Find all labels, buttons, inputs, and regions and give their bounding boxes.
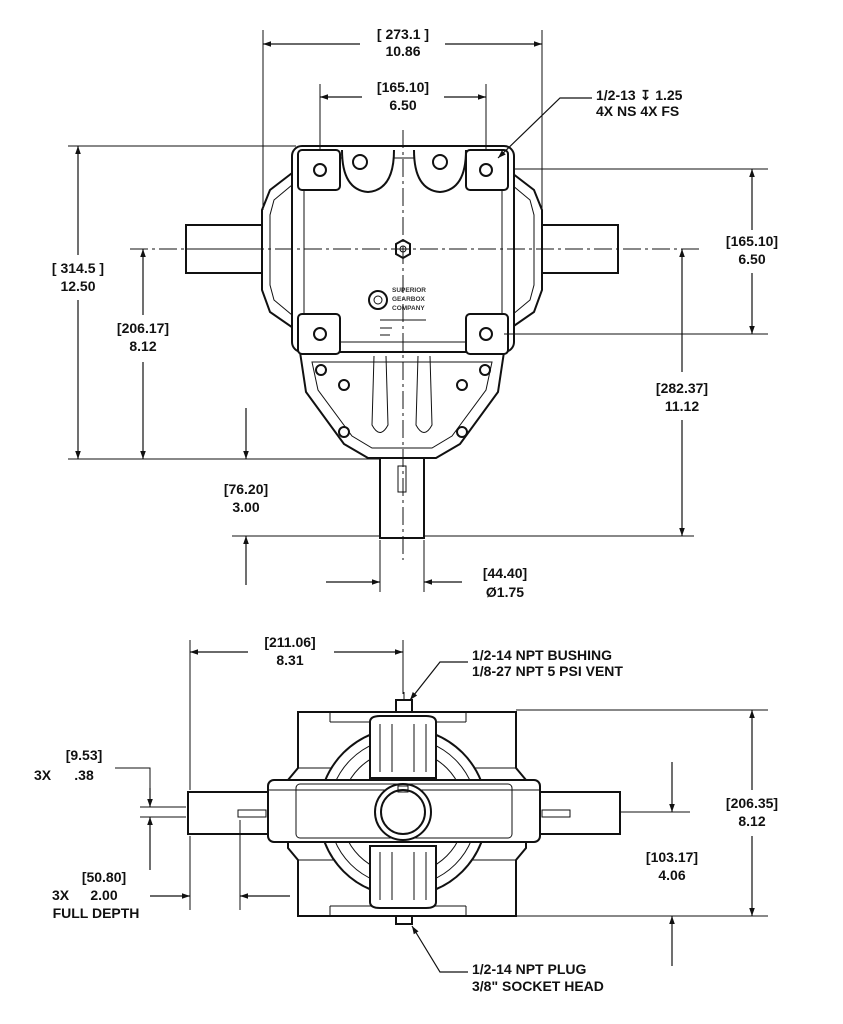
dim-half-depth-mm: [103.17]: [646, 849, 698, 865]
dim-shaft-center-in: 8.12: [129, 338, 156, 354]
dim-overall-height-in: 12.50: [60, 278, 95, 294]
side-view: [211.06] 8.31 1/2-14 NPT BUSHING 1/8-27 …: [34, 634, 778, 994]
dim-output-length-mm: [282.37]: [656, 380, 708, 396]
dim-half-depth-in: 4.06: [658, 867, 685, 883]
dim-shaft-extension-mm: [76.20]: [224, 481, 268, 497]
note-bushing-line-2: 1/8-27 NPT 5 PSI VENT: [472, 663, 623, 679]
note-bushing-line-1: 1/2-14 NPT BUSHING: [472, 647, 612, 663]
dim-shaft-diameter-in: Ø1.75: [486, 584, 524, 600]
note-thread-line-1: 1/2-13 ↧ 1.25: [596, 87, 683, 103]
dim-key-width-mm: [9.53]: [66, 747, 103, 763]
nameplate-line-1: SUPERIOR: [392, 287, 426, 294]
lower-housing: [298, 351, 506, 459]
dim-key-length-mm: [50.80]: [82, 869, 126, 885]
dim-bolt-spacing-x-mm: [165.10]: [377, 79, 429, 95]
top-view: SUPERIOR GEARBOX COMPANY [ 273.1 ] 10.86: [52, 26, 778, 600]
side-left-shaft: [187, 791, 269, 835]
nameplate-line-2: GEARBOX: [392, 296, 426, 303]
note-thread-line-2: 4X NS 4X FS: [596, 103, 679, 119]
bolt-hole-icon: [479, 327, 493, 341]
vent-icon: [395, 699, 413, 713]
nameplate: SUPERIOR GEARBOX COMPANY: [368, 287, 426, 336]
dim-key-width-prefix: 3X: [34, 767, 52, 783]
dim-output-length-in: 11.12: [665, 398, 699, 414]
note-plug-line-2: 3/8" SOCKET HEAD: [472, 978, 604, 994]
dim-bolt-spacing-x-in: 6.50: [389, 97, 416, 113]
bolt-hole-icon: [479, 163, 493, 177]
dim-key-length-extra: FULL DEPTH: [53, 905, 140, 921]
dim-key-length-in: 2.00: [90, 887, 117, 903]
dim-overall-width-in: 10.86: [385, 43, 420, 59]
dim-shaft-extension-in: 3.00: [232, 499, 259, 515]
note-plug-line-1: 1/2-14 NPT PLUG: [472, 961, 586, 977]
dim-overall-depth-in: 8.12: [738, 813, 765, 829]
bolt-hole-icon: [313, 163, 327, 177]
dim-shaft-diameter-mm: [44.40]: [483, 565, 527, 581]
bolt-hole-icon: [313, 327, 327, 341]
dim-overall-depth-mm: [206.35]: [726, 795, 778, 811]
dim-shaft-center-mm: [206.17]: [117, 320, 169, 336]
dim-bolt-spacing-y-mm: [165.10]: [726, 233, 778, 249]
output-shaft: [379, 457, 425, 539]
side-right-shaft: [539, 791, 621, 835]
dim-half-width-in: 8.31: [276, 652, 303, 668]
dim-key-width-in: .38: [74, 767, 94, 783]
dim-bolt-spacing-y-in: 6.50: [738, 251, 765, 267]
side-bore-icon: [380, 789, 426, 835]
dim-key-length-prefix: 3X: [52, 887, 70, 903]
dim-overall-width-mm: [ 273.1 ]: [377, 26, 429, 42]
dim-half-width-mm: [211.06]: [264, 634, 315, 650]
dim-overall-height-mm: [ 314.5 ]: [52, 260, 104, 276]
plug-icon: [395, 915, 413, 925]
nameplate-line-3: COMPANY: [392, 305, 425, 312]
